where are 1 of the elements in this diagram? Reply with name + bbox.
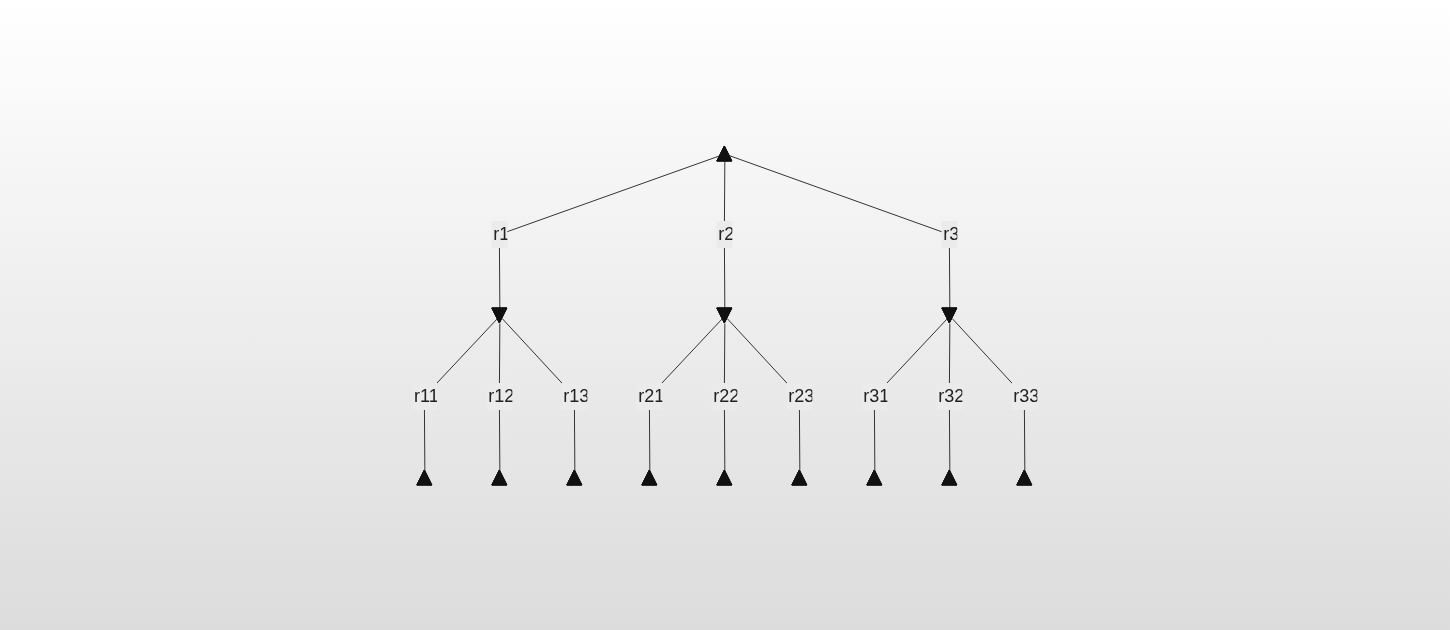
connector	[729, 154, 951, 309]
